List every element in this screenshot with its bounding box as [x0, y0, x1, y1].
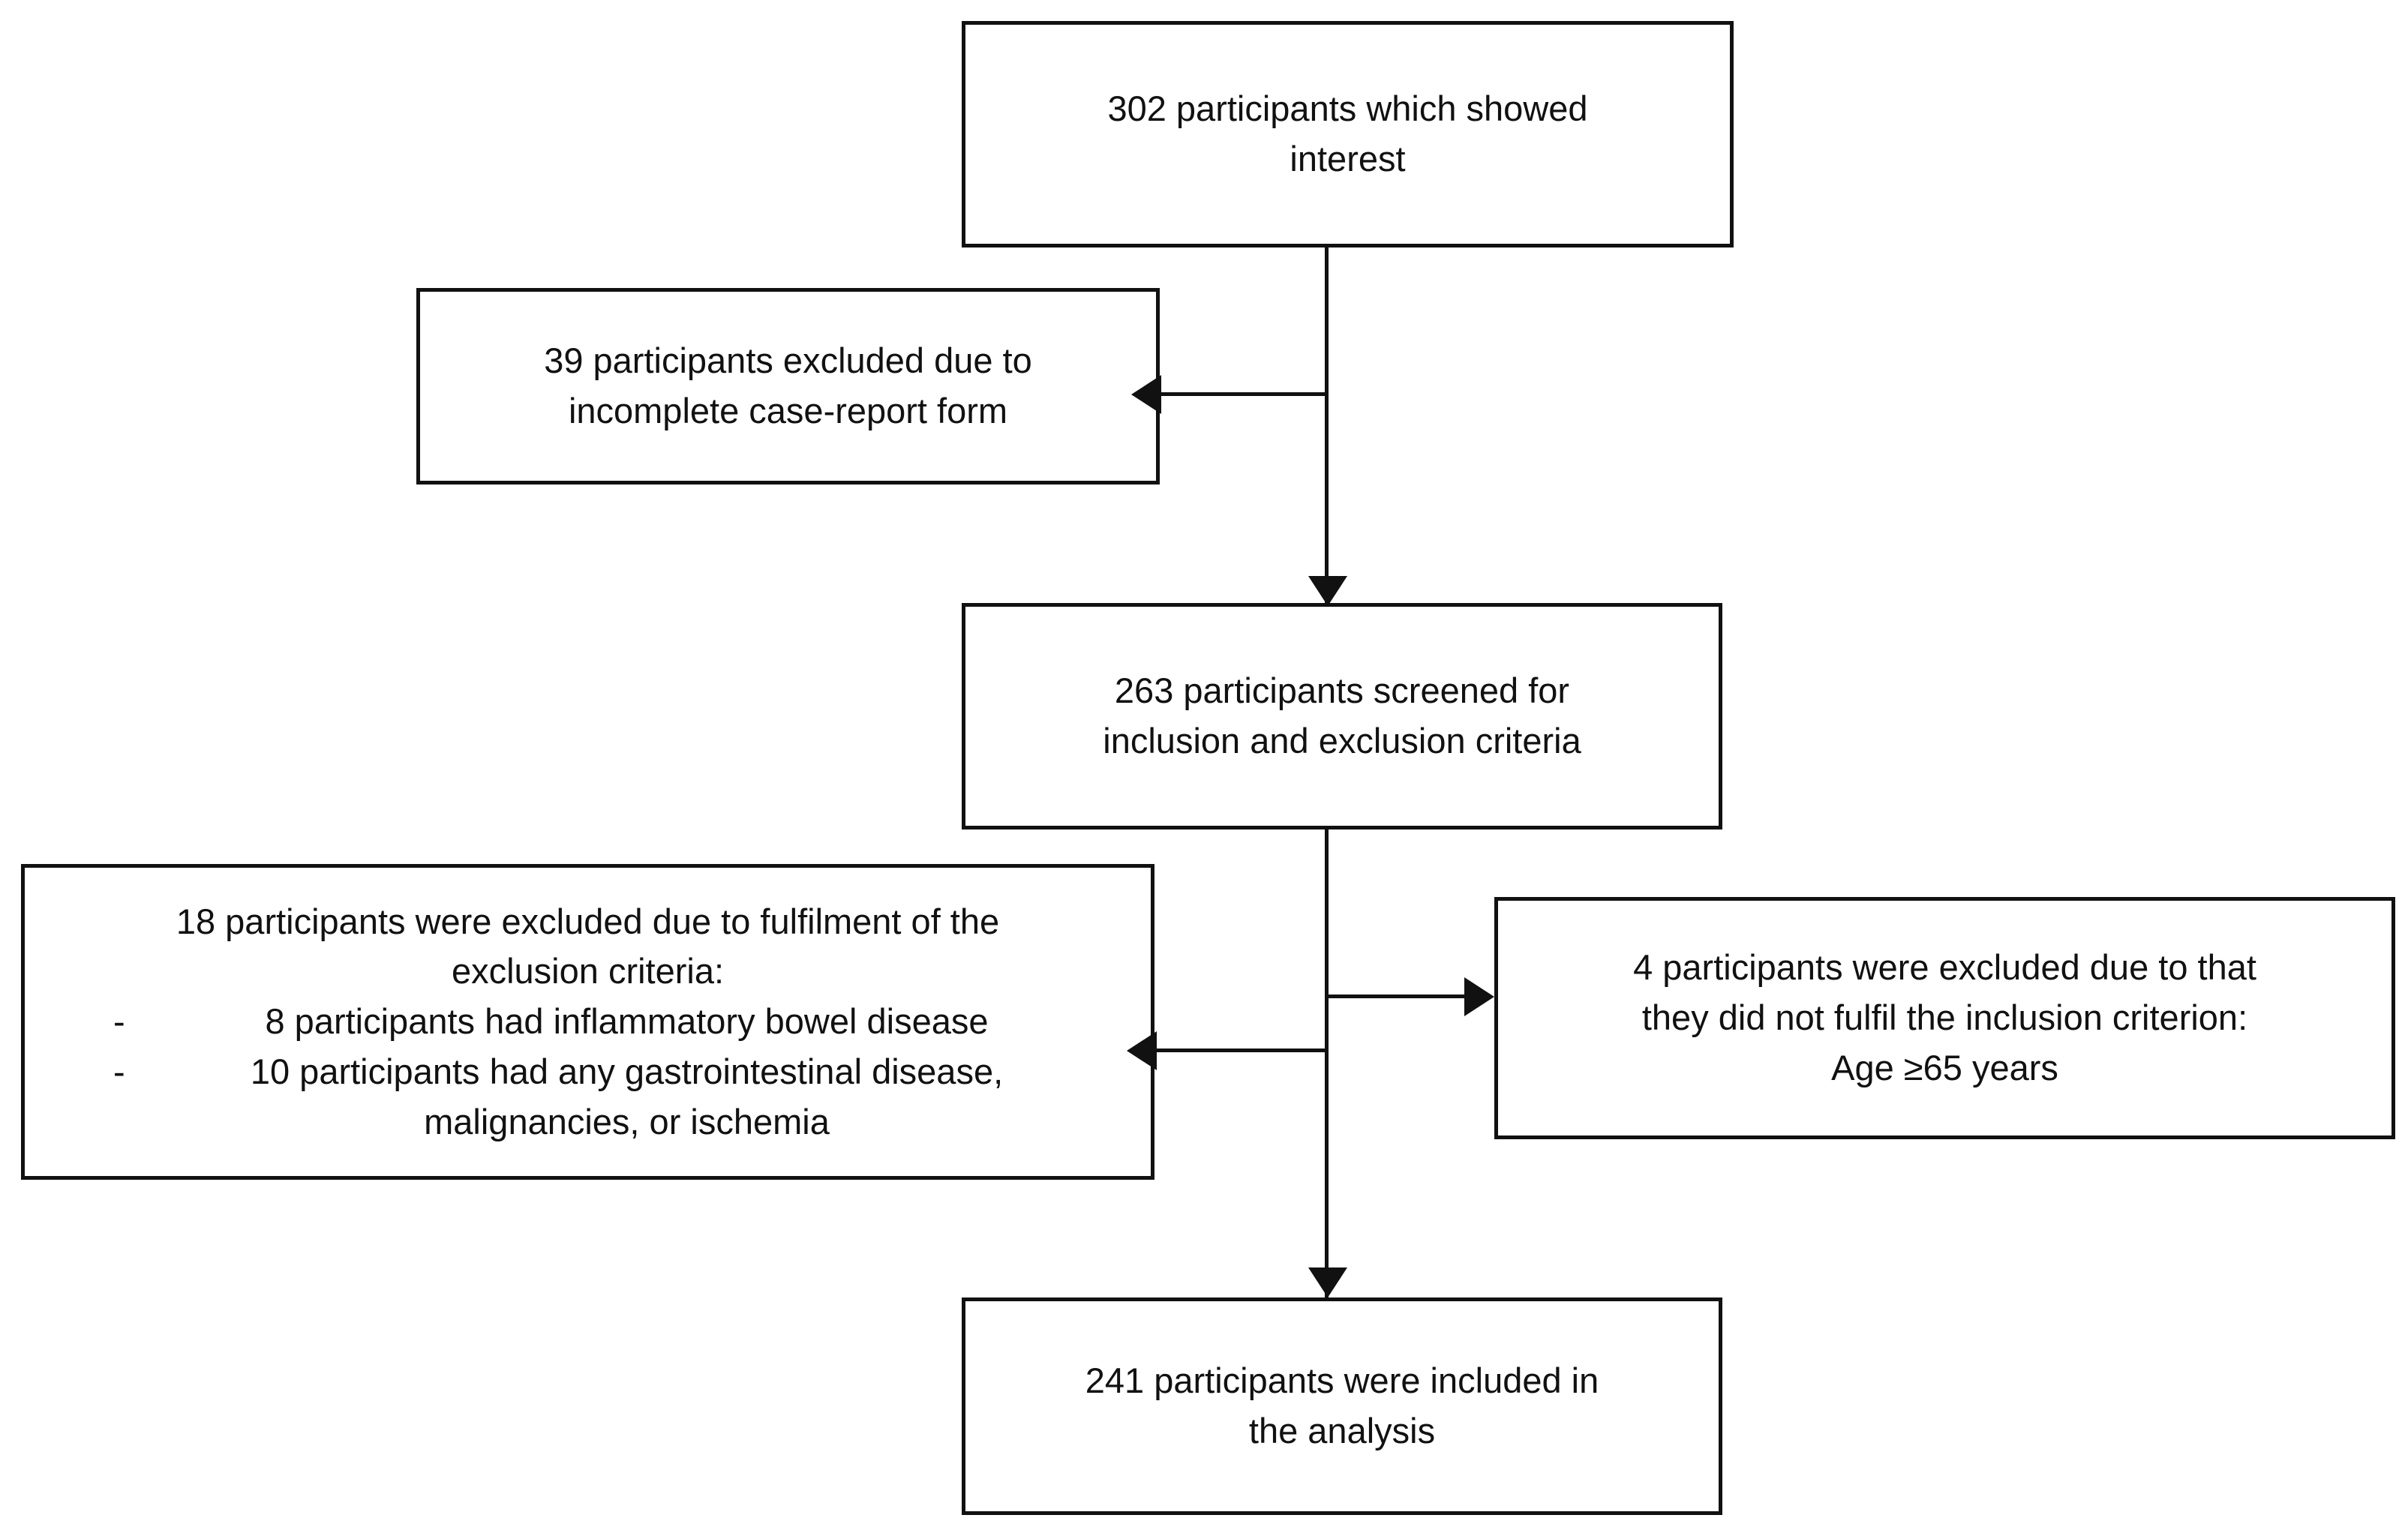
- connector-trunk-to-excluded-inclusion: [1326, 994, 1464, 998]
- list-item-label: 8 participants had inflammatory bowel di…: [265, 1001, 989, 1042]
- list-item: - 8 participants had inflammatory bowel …: [44, 997, 1131, 1047]
- list-item-label: 10 participants had any gastrointestinal…: [250, 1051, 1004, 1091]
- node-included-line-2: the analysis: [1248, 1411, 1436, 1450]
- node-excluded-exclusion-line-1: 18 participants were excluded due to ful…: [176, 901, 1000, 941]
- connector-trunk-to-excluded-crf: [1161, 392, 1326, 396]
- node-included-line-1: 241 participants were included in: [1085, 1360, 1599, 1401]
- node-excluded-exclusion-line-2: exclusion criteria:: [451, 951, 725, 992]
- node-excluded-exclusion-criteria: 18 participants were excluded due to ful…: [21, 864, 1154, 1180]
- arrowhead-left-icon: [1127, 1031, 1157, 1070]
- list-item: - 10 participants had any gastrointestin…: [44, 1047, 1131, 1097]
- node-screened-line-2: inclusion and exclusion criteria: [1103, 721, 1581, 760]
- node-excluded-inclusion-criterion: 4 participants were excluded due to that…: [1494, 897, 2395, 1139]
- connector-trunk-to-excluded-exclusion: [1157, 1048, 1328, 1052]
- arrowhead-down-icon: [1308, 1268, 1347, 1298]
- node-screened-line-1: 263 participants screened for: [1114, 670, 1570, 711]
- node-excluded-inclusion-line-3: Age ≥65 years: [1831, 1047, 2058, 1088]
- bullet-marker-icon: -: [113, 1001, 125, 1042]
- node-interested-line-1: 302 participants which showed: [1107, 88, 1588, 129]
- list-item-continuation: malignancies, or ischemia: [44, 1097, 1131, 1148]
- node-excluded-incomplete-crf: 39 participants excluded due to incomple…: [416, 288, 1160, 484]
- exclusion-criteria-list: - 8 participants had inflammatory bowel …: [44, 997, 1131, 1147]
- list-item-label: malignancies, or ischemia: [424, 1101, 830, 1142]
- node-excluded-inclusion-line-2: they did not fulfil the inclusion criter…: [1641, 998, 2248, 1038]
- node-excluded-crf-line-1: 39 participants excluded due to: [544, 340, 1032, 381]
- arrowhead-right-icon: [1464, 977, 1494, 1016]
- connector-interested-to-screened: [1325, 247, 1329, 607]
- node-participants-included: 241 participants were included in the an…: [962, 1298, 1722, 1515]
- arrowhead-down-icon: [1308, 576, 1347, 606]
- node-excluded-crf-line-2: incomplete case-report form: [568, 391, 1008, 430]
- node-participants-screened: 263 participants screened for inclusion …: [962, 603, 1722, 830]
- bullet-marker-icon: -: [113, 1051, 125, 1091]
- node-interested-line-2: interest: [1290, 139, 1406, 178]
- arrowhead-left-icon: [1131, 375, 1161, 414]
- node-participants-interested: 302 participants which showed interest: [962, 21, 1734, 248]
- connector-screened-to-included: [1325, 829, 1329, 1300]
- node-excluded-inclusion-line-1: 4 participants were excluded due to that: [1633, 947, 2256, 988]
